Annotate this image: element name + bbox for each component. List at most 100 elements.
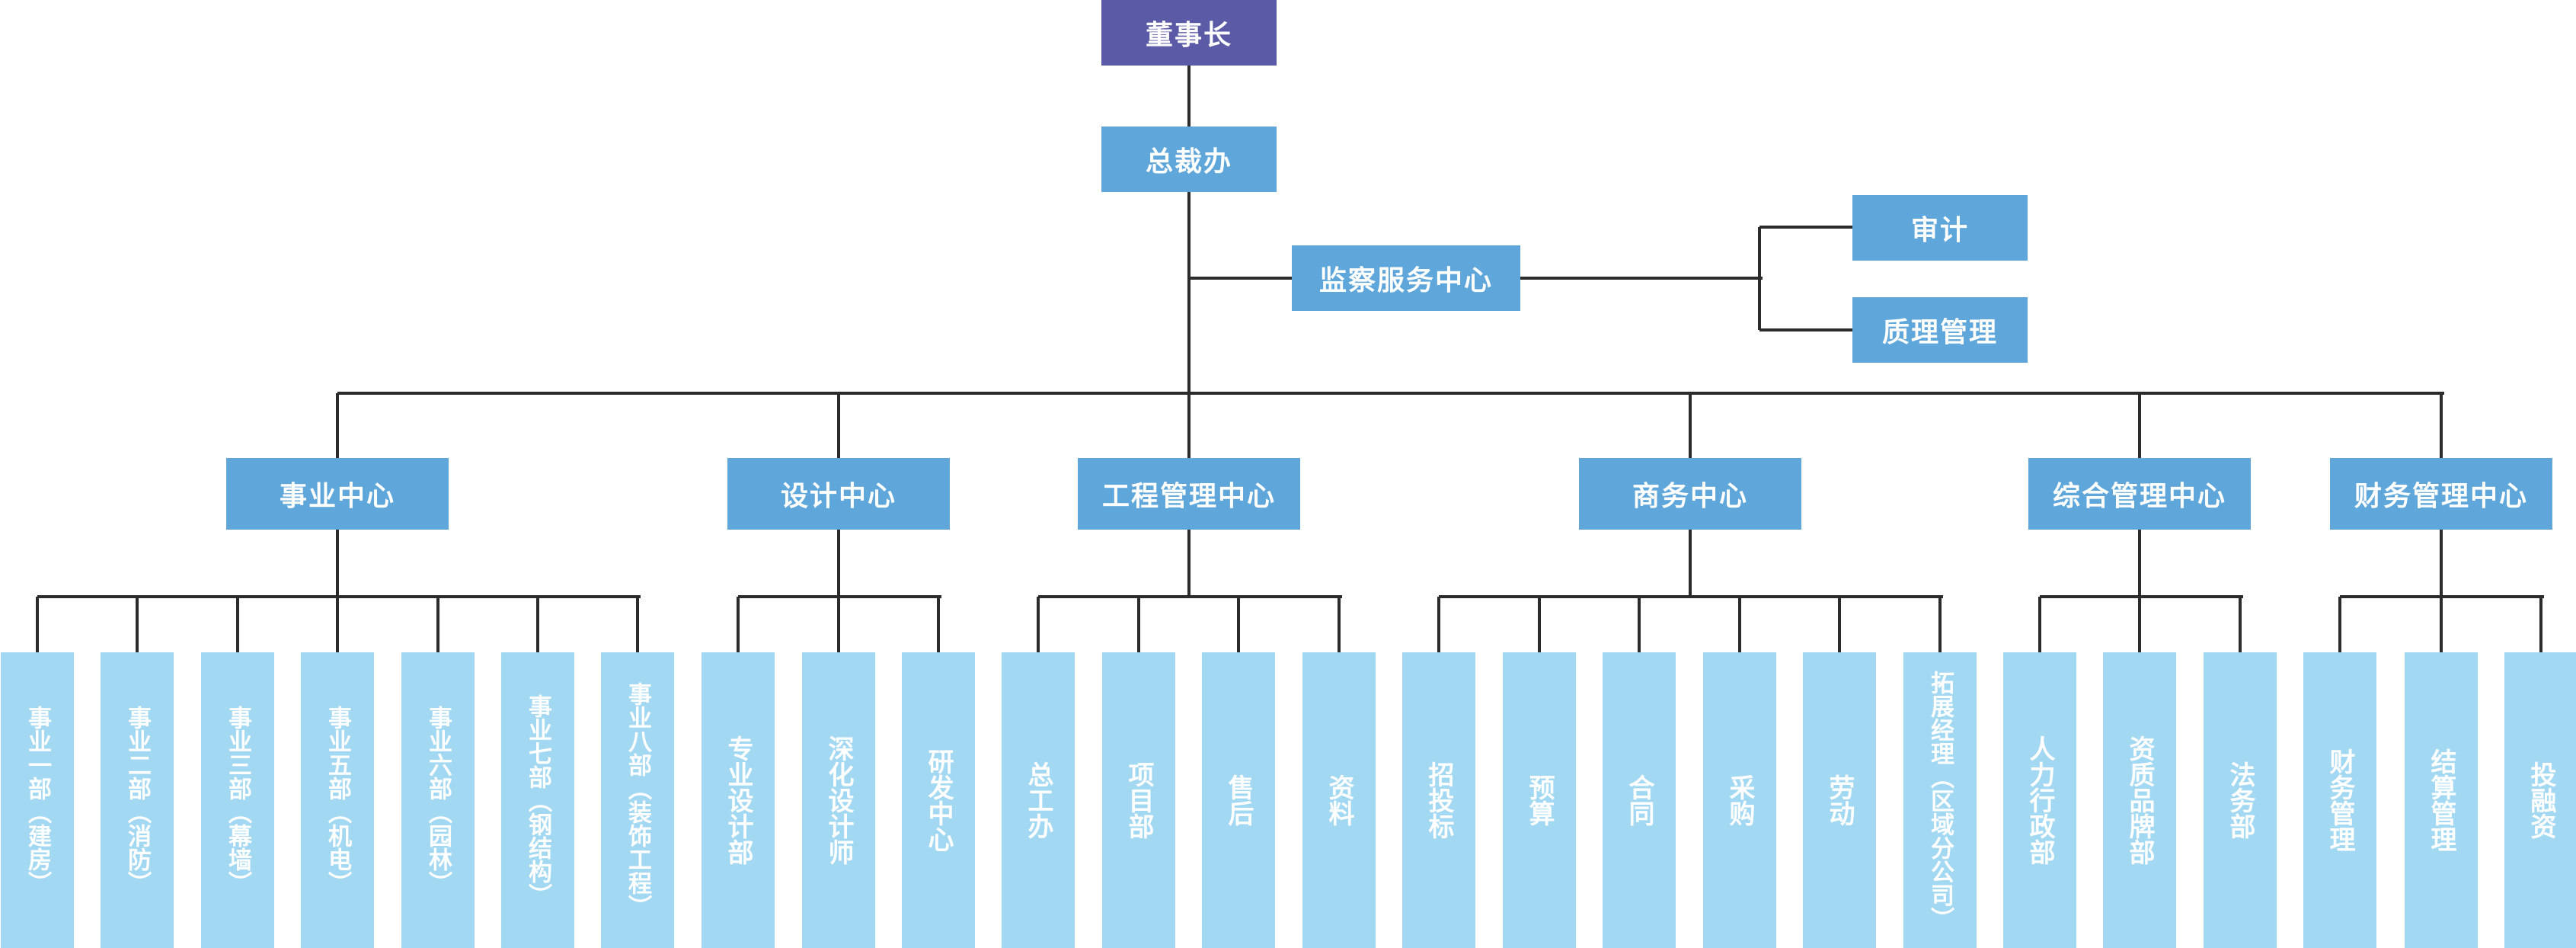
connector-line [2539, 597, 2542, 652]
department-box: 项目部 [1102, 652, 1175, 948]
connector-line [837, 393, 840, 458]
center-box: 设计中心 [727, 458, 950, 530]
chairman-label: 董事长 [1145, 20, 1232, 51]
quality-management-box: 质理管理 [1852, 297, 2028, 363]
connector-line [1758, 227, 1761, 330]
department-label: 合同 [1624, 774, 1654, 826]
center-box: 财务管理中心 [2330, 458, 2552, 530]
center-box: 事业中心 [226, 458, 449, 530]
department-label: 事业八部（装饰工程） [624, 682, 651, 918]
department-label: 事业六部（园林） [424, 706, 452, 895]
department-box: 法务部 [2204, 652, 2277, 948]
department-label: 资质品牌部 [2124, 735, 2155, 865]
connector-line [837, 530, 840, 597]
department-box: 资质品牌部 [2103, 652, 2176, 948]
department-box: 事业六部（园林） [401, 652, 475, 948]
chairman-box: 董事长 [1101, 0, 1277, 66]
connector-line [1638, 597, 1641, 652]
connector-line [937, 597, 940, 652]
center-box: 工程管理中心 [1078, 458, 1300, 530]
connector-line [336, 393, 339, 458]
connector-line [1237, 597, 1240, 652]
connector-line [1538, 597, 1541, 652]
quality-management-label: 质理管理 [1881, 317, 1998, 348]
department-box: 合同 [1603, 652, 1676, 948]
department-label: 投融资 [2526, 761, 2556, 839]
connector-line [2440, 597, 2443, 652]
department-box: 资料 [1302, 652, 1376, 948]
connector-line [436, 597, 439, 652]
president-office-box: 总裁办 [1101, 127, 1277, 192]
department-label: 专业设计部 [723, 735, 753, 865]
connector-line [1759, 226, 1855, 229]
department-box: 事业七部（钢结构） [501, 652, 574, 948]
connector-line [536, 597, 539, 652]
connector-line [2239, 597, 2242, 652]
department-box: 人力行政部 [2003, 652, 2076, 948]
department-label: 拓展经理（区域分公司） [1926, 670, 1954, 930]
department-box: 预算 [1503, 652, 1576, 948]
department-label: 法务部 [2225, 761, 2255, 839]
connector-line [1689, 530, 1692, 597]
department-label: 售后 [1223, 774, 1254, 826]
connector-line [336, 597, 339, 652]
department-label: 财务管理 [2325, 748, 2355, 852]
department-box: 结算管理 [2405, 652, 2478, 948]
connector-line [236, 597, 239, 652]
connector-line [337, 392, 2444, 395]
connector-line [1439, 595, 1943, 598]
department-box: 采购 [1703, 652, 1776, 948]
center-label: 综合管理中心 [2052, 481, 2226, 512]
connector-line [1738, 597, 1741, 652]
department-box: 售后 [1202, 652, 1275, 948]
center-box: 综合管理中心 [2028, 458, 2251, 530]
connector-line [1038, 595, 1342, 598]
department-label: 事业三部（幕墙） [224, 706, 251, 895]
center-label: 事业中心 [279, 481, 395, 512]
connector-line [36, 597, 39, 652]
supervision-center-label: 监察服务中心 [1318, 265, 1493, 296]
department-box: 事业一部（建房） [1, 652, 74, 948]
department-box: 事业八部（装饰工程） [601, 652, 674, 948]
department-box: 事业五部（机电） [301, 652, 374, 948]
connector-line [1437, 597, 1440, 652]
connector-line [2338, 597, 2341, 652]
department-box: 总工办 [1002, 652, 1075, 948]
connector-line [1189, 277, 1295, 280]
president-office-label: 总裁办 [1145, 146, 1232, 178]
supervision-center-box: 监察服务中心 [1292, 245, 1520, 311]
department-label: 事业一部（建房） [24, 706, 51, 895]
department-box: 拓展经理（区域分公司） [1903, 652, 1977, 948]
connector-line [2138, 597, 2141, 652]
department-box: 深化设计师 [802, 652, 875, 948]
department-label: 劳动 [1824, 774, 1855, 826]
connector-line [1338, 597, 1341, 652]
connector-line [2138, 530, 2141, 597]
connector-line [737, 597, 740, 652]
connector-line [2440, 530, 2443, 597]
connector-line [1759, 328, 1855, 331]
department-label: 采购 [1724, 774, 1755, 826]
connector-line [1137, 597, 1140, 652]
department-label: 研发中心 [923, 748, 954, 852]
department-label: 项目部 [1123, 761, 1154, 839]
department-label: 预算 [1524, 774, 1555, 826]
connector-line [1187, 192, 1191, 393]
connector-line [136, 597, 139, 652]
connector-line [2038, 597, 2041, 652]
department-box: 劳动 [1803, 652, 1876, 948]
connector-line [2040, 595, 2243, 598]
department-box: 招投标 [1402, 652, 1475, 948]
audit-label: 审计 [1910, 215, 1969, 246]
connector-line [1187, 393, 1191, 458]
connector-line [1938, 597, 1942, 652]
connector-line [636, 597, 639, 652]
connector-line [1689, 393, 1692, 458]
department-label: 资料 [1324, 774, 1354, 826]
connector-line [1187, 530, 1191, 597]
connector-line [37, 595, 641, 598]
connector-line [1037, 597, 1040, 652]
center-box: 商务中心 [1579, 458, 1801, 530]
connector-line [837, 597, 840, 652]
